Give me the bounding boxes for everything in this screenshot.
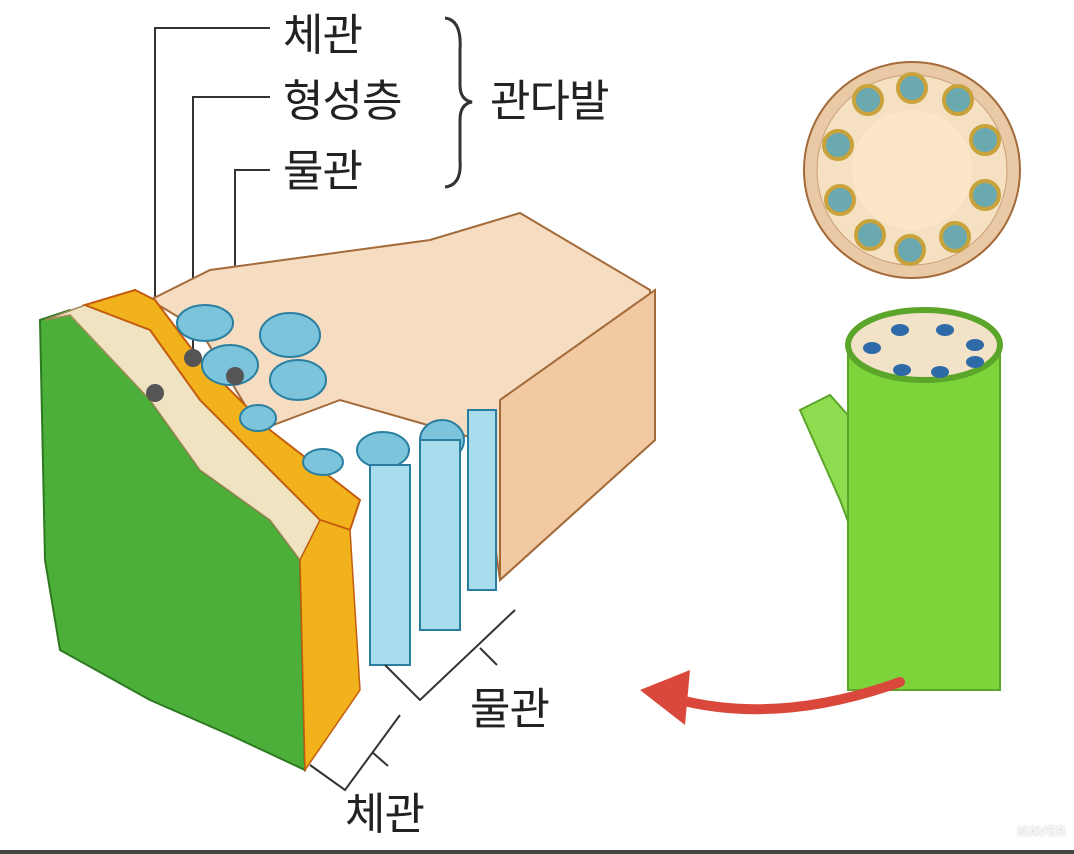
label-phloem-top: 체관 [283,10,363,61]
arrow-icon [640,670,905,725]
label-phloem-bottom: 체관 [345,789,425,840]
label-xylem-top: 물관 [283,146,363,197]
bottom-border [0,850,1074,854]
label-xylem-bottom: 물관 [470,684,550,735]
watermark: NAVER [1016,825,1066,840]
xylem-vessels [176,304,497,666]
cross-section-icon [803,61,1021,279]
label-vascular-bundle: 관다발 [490,76,609,127]
bottom-brackets [309,609,516,792]
stem-cylinder-icon [798,307,1003,691]
stem-section-block [38,211,657,773]
label-cambium: 형성층 [283,76,402,127]
brace [444,16,473,189]
